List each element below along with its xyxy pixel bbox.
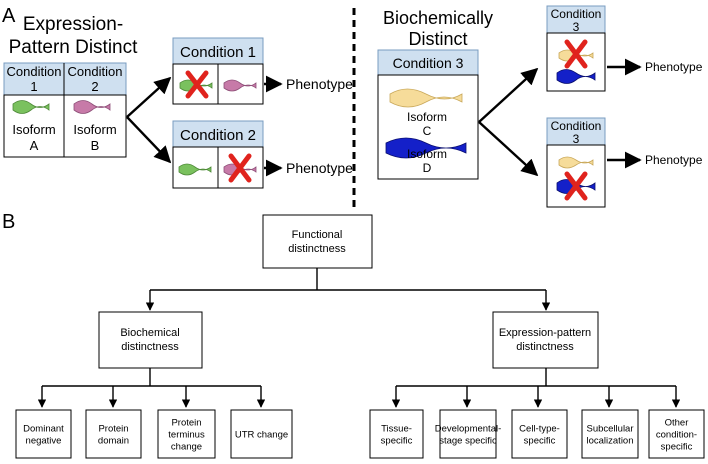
arrow-to-condition3-bottom (478, 121, 539, 177)
leaf-label-text: Protein (98, 424, 128, 435)
biochemical-leaf-group (15, 409, 293, 459)
leaf-label-text: stage specific (439, 436, 497, 447)
condition3-bottom-title-line2: 3 (573, 132, 580, 146)
knockout-x-icon (228, 153, 252, 183)
biochemical-title-line2: Distinct (408, 29, 467, 49)
condition2-box-title: Condition 2 (180, 127, 256, 144)
condition3-box-title: Condition 3 (393, 55, 464, 71)
biochemical-distinctness-line1: Biochemical (120, 327, 179, 339)
isoform-c-small-ribbon (558, 156, 594, 169)
leaf-label-text: Subcellular (587, 424, 634, 435)
isoform-c-label-line2: C (423, 124, 432, 138)
knockout-x-icon (564, 39, 588, 69)
condition3-bottom-panel: Condition 3 (546, 117, 606, 208)
phenotype-label-bottom: Phenotype (645, 153, 703, 167)
functional-distinctness-box (262, 214, 373, 269)
biochemical-title-line1: Biochemically (383, 8, 493, 28)
leaf-label-text: localization (587, 436, 634, 447)
biochemical-connectors (37, 368, 266, 408)
leaf-label-text: Dominant (23, 424, 64, 435)
isoform-c-label-line1: Isoform (407, 110, 447, 124)
expression-distinctness-line1: Expression-pattern (499, 327, 591, 339)
leaf-label-text: domain (98, 436, 129, 447)
isoform-b-label-line2: B (91, 138, 100, 153)
expression-leaf-group (369, 409, 705, 459)
isoform-d-small-ribbon (556, 69, 596, 84)
isoform-a-ribbon (12, 100, 50, 114)
leaf-labels: DominantnegativeProteindomainProteinterm… (23, 418, 697, 453)
leaf-label-text: Cell-type- (519, 424, 560, 435)
isoform-a-label-line1: Isoform (12, 122, 55, 137)
isoform-b-small-ribbon (223, 79, 257, 92)
leaf-box-cell-type (511, 409, 568, 459)
expression-connectors (391, 368, 681, 408)
expression-distinctness-line2: distinctness (516, 341, 574, 353)
arrow-to-condition3-top (478, 67, 539, 123)
isoform-d-ribbon (385, 137, 467, 159)
leaf-label-text: Tissue- (381, 424, 412, 435)
phenotype-label-2: Phenotype (286, 160, 353, 176)
biochemical-distinctness-box (98, 311, 203, 369)
knockout-x-icon (564, 171, 588, 201)
phenotype-label-top: Phenotype (645, 60, 703, 74)
isoform-c-ribbon (389, 88, 463, 108)
condition3-panel: Condition 3 Isoform C Isoform D (377, 49, 479, 180)
leaf-box-subcellular (581, 409, 639, 459)
root-connectors (145, 268, 551, 311)
leaf-label-text: condition- (656, 430, 697, 441)
condition1-header-line2: 1 (30, 79, 37, 94)
condition3-top-title-line2: 3 (573, 20, 580, 34)
leaf-label-text: specific (661, 442, 693, 453)
isoform-b-ribbon (73, 100, 111, 114)
condition-table: Condition 1 Condition 2 Isoform A Isofor… (3, 62, 127, 158)
panel-b-label: B (2, 211, 15, 233)
arrow-to-condition1 (126, 76, 172, 118)
condition1-box-title: Condition 1 (180, 44, 256, 61)
isoform-b-label-line1: Isoform (73, 122, 116, 137)
leaf-label-text: change (171, 442, 202, 453)
leaf-label-text: specific (524, 436, 556, 447)
functional-distinctness-line2: distinctness (288, 243, 346, 255)
phenotype-label-1: Phenotype (286, 76, 353, 92)
condition2-header-line2: 2 (91, 79, 98, 94)
expression-distinctness-box (492, 311, 599, 369)
condition3-bottom-title-line1: Condition (551, 119, 602, 133)
leaf-box-tissue-specific (369, 409, 424, 459)
leaf-label-text: Developmental- (435, 424, 502, 435)
expression-title-line2: Pattern Distinct (9, 37, 139, 58)
isoform-a-label-line2: A (30, 138, 39, 153)
leaf-box-developmental-stage (439, 409, 497, 459)
condition2-panel: Condition 2 (172, 120, 264, 189)
condition1-header-line1: Condition (7, 64, 62, 79)
leaf-box-dominant-negative (15, 409, 72, 459)
condition3-top-panel: Condition 3 (546, 5, 606, 92)
leaf-label-text: Other (665, 418, 689, 429)
isoform-d-label-line2: D (423, 161, 432, 175)
condition2-header-line1: Condition (68, 64, 123, 79)
leaf-label-text: negative (26, 436, 62, 447)
leaf-label-text: terminus (168, 430, 205, 441)
leaf-box-utr-change (230, 409, 293, 459)
panel-a-label: A (2, 5, 16, 27)
condition3-top-title-line1: Condition (551, 7, 602, 21)
leaf-box-protein-terminus-change (157, 409, 216, 459)
functional-distinctness-line1: Functional (292, 229, 343, 241)
leaf-box-other-condition (648, 409, 705, 459)
expression-title-line1: Expression- (23, 14, 123, 35)
arrow-to-condition2 (126, 116, 172, 164)
condition1-panel: Condition 1 (172, 37, 264, 105)
isoform-d-label-line1: Isoform (407, 147, 447, 161)
leaf-label-text: specific (381, 436, 413, 447)
biochemical-distinctness-line2: distinctness (121, 341, 179, 353)
leaf-label-text: UTR change (235, 430, 288, 441)
knockout-x-icon (185, 70, 209, 99)
leaf-label-text: Protein (171, 418, 201, 429)
isoform-a-small-ribbon (178, 163, 212, 176)
leaf-box-protein-domain (85, 409, 142, 459)
